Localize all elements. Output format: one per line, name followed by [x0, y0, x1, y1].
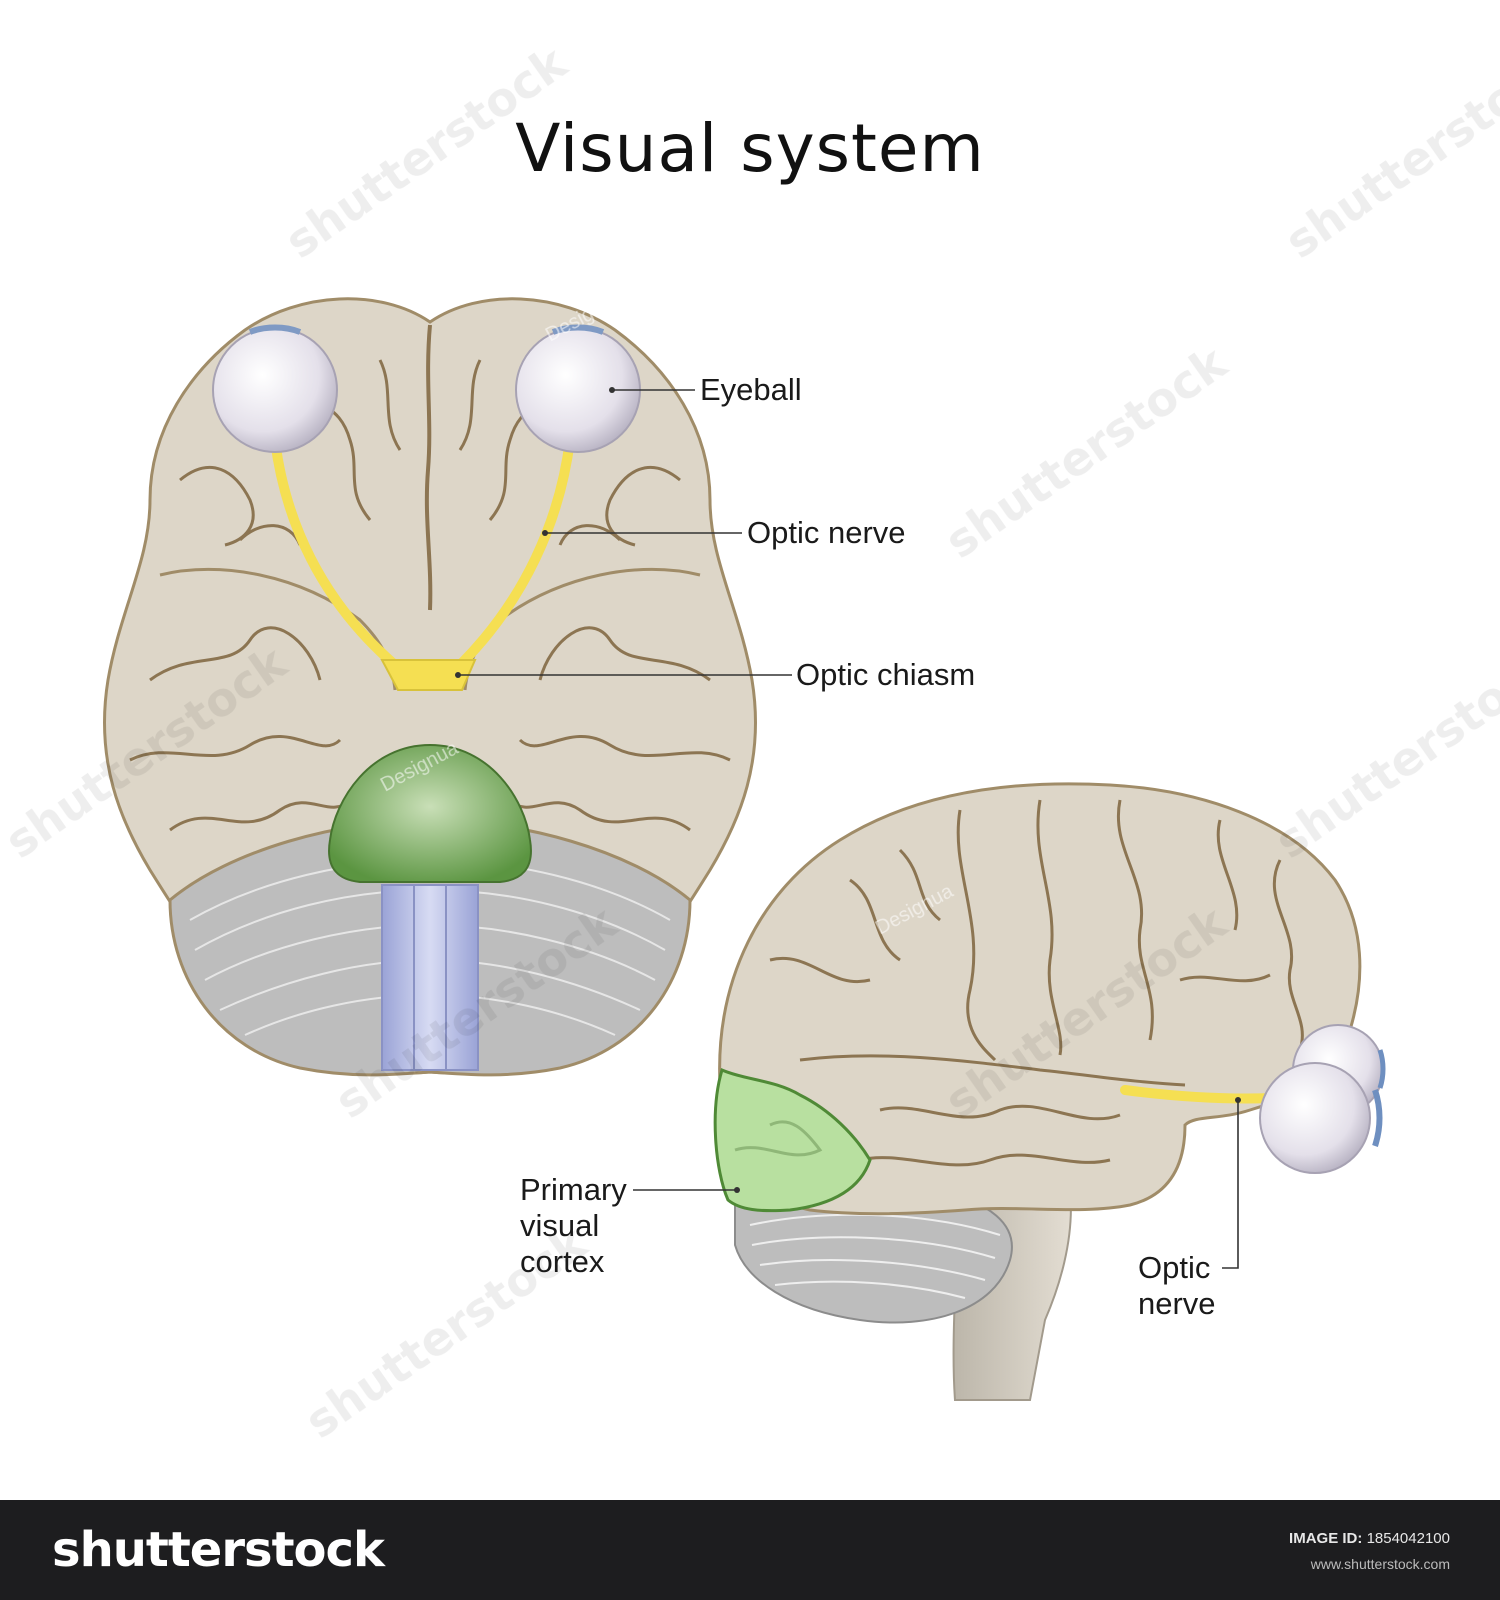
sulci-right — [458, 359, 731, 832]
brainstem-inferior — [381, 884, 479, 1071]
svg-text:shutterstock: shutterstock — [1265, 635, 1500, 869]
optic-nerve-lateral — [1120, 1085, 1280, 1104]
footer-brand-logo[interactable]: shutterstock — [52, 1522, 385, 1578]
footer-image-id: IMAGE ID: 1854042100 — [1289, 1530, 1450, 1547]
pons — [328, 743, 532, 883]
lateral-brain-view — [713, 782, 1386, 1401]
primary-visual-cortex — [713, 1067, 872, 1213]
eyeball-lateral-front — [1259, 1062, 1371, 1174]
label-primary-visual-cortex-line1: Primary — [520, 1172, 627, 1207]
label-primary-visual-cortex: Primary visual cortex — [520, 1172, 627, 1280]
diagram-title: Visual system — [515, 110, 985, 187]
label-primary-visual-cortex-line2: visual — [520, 1208, 600, 1243]
svg-text:shutterstock: shutterstock — [275, 35, 577, 269]
sulci-lateral — [769, 799, 1304, 1167]
image-id-label: IMAGE ID: — [1289, 1530, 1363, 1547]
svg-text:shutterstock: shutterstock — [935, 335, 1237, 569]
optic-nerve-left — [270, 435, 400, 670]
label-optic-chiasm: Optic chiasm — [796, 657, 976, 692]
footer-site-url[interactable]: www.shutterstock.com — [1310, 1556, 1450, 1572]
label-optic-nerve-side: Optic nerve — [1138, 1250, 1216, 1322]
stock-footer-bar: shutterstock IMAGE ID: 1854042100 www.sh… — [0, 1500, 1500, 1600]
label-optic-nerve-side-line2: nerve — [1138, 1286, 1216, 1321]
label-eyeball: Eyeball — [700, 372, 802, 407]
label-optic-nerve-side-line1: Optic — [1138, 1250, 1211, 1285]
image-id-value: 1854042100 — [1366, 1530, 1450, 1547]
label-primary-visual-cortex-line3: cortex — [520, 1244, 605, 1279]
eyeball-left — [212, 327, 338, 453]
label-optic-nerve-top: Optic nerve — [747, 515, 906, 550]
svg-text:shutterstock: shutterstock — [1275, 35, 1500, 269]
optic-chiasm — [380, 659, 477, 691]
inferior-brain-view — [102, 297, 758, 1077]
optic-nerve-right — [455, 435, 575, 670]
leader-lines — [458, 389, 1239, 1269]
